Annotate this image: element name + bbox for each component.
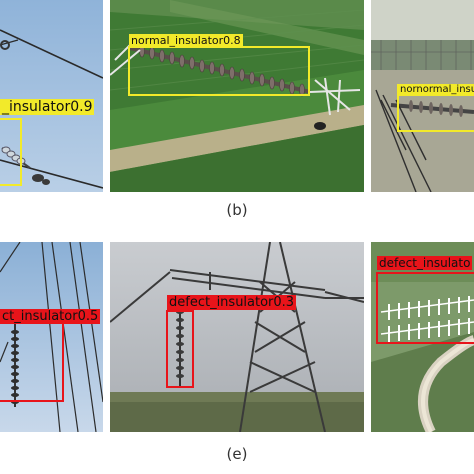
panel-top-left-photo [0,0,103,192]
detection-box-bottom-right [376,272,474,344]
detection-box-top-mid [128,46,310,96]
insulator-strings-bottom-right [380,296,474,342]
insulator-string-top-mid [129,44,311,97]
caption-bottom: (e) [226,445,248,463]
detection-label-top-right: nornormal_insu [398,84,474,96]
detection-label-top-mid: normal_insulator0.8 [129,34,243,47]
detection-box-bottom-mid [166,310,194,388]
detection-label-bottom-left: ct_insulator0.5 [0,309,101,324]
panel-top-mid-photo [110,0,364,192]
detection-label-bottom-mid: defect_insulator0.3 [167,295,297,310]
panel-bottom-right: defect_insulato [371,242,474,432]
caption-top: (b) [226,201,248,219]
insulator-string-bottom-left [11,322,19,407]
panel-top-left: _insulator0.9 [0,0,103,192]
panel-bottom-left: ct_insulator0.5 [0,242,103,432]
insulator-string-bottom-mid [176,297,184,387]
panel-bottom-mid: defect_insulator0.3 [110,242,364,432]
tower-structure-bottom-mid [110,242,364,432]
panel-top-mid: normal_insulator0.8 [110,0,364,192]
panel-top-right: nornormal_insu [371,0,474,192]
detection-label-bottom-right: defect_insulato [377,256,473,270]
insulator-string-top-right [390,100,474,117]
detection-box-bottom-left [0,314,64,402]
detection-label-top-left: _insulator0.9 [0,99,95,115]
detection-box-top-left [0,118,22,186]
panel-bottom-mid-photo [110,242,364,432]
